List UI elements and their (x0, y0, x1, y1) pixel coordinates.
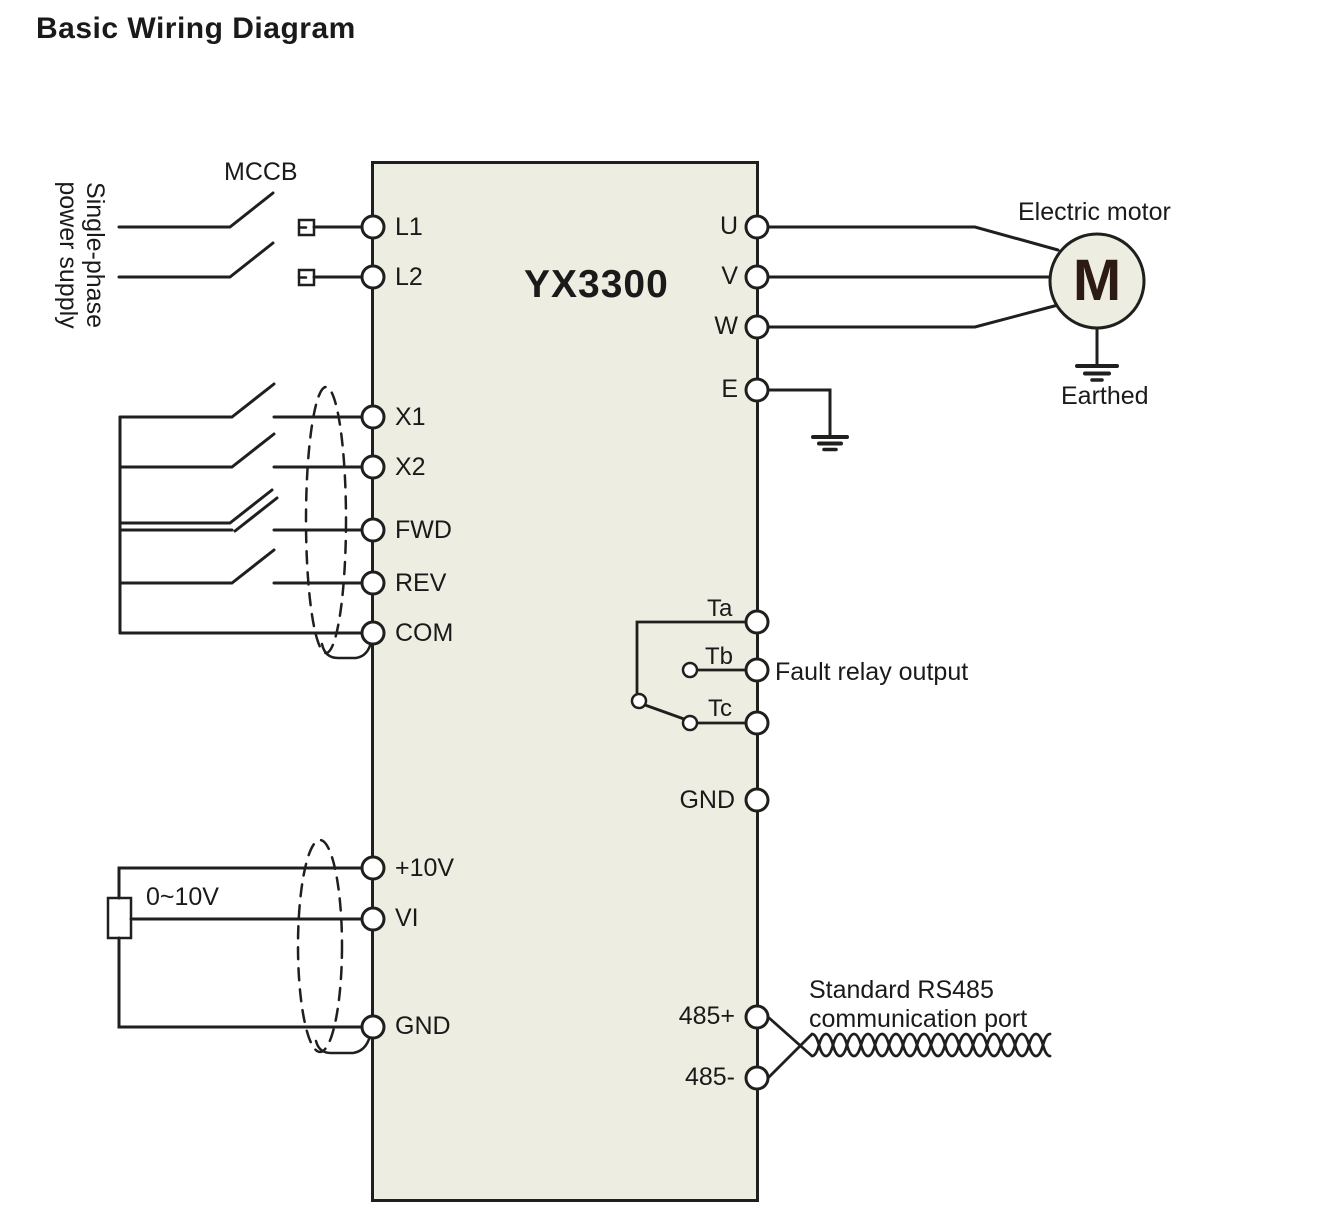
rs485-twisted-pair-icon (766, 1015, 1052, 1080)
inverter-model-label: YX3300 (524, 263, 669, 306)
motor-wires (766, 225, 1060, 329)
rs485-minus-wire (766, 1032, 1052, 1080)
power-supply-label: Single-phase power supply (54, 181, 109, 329)
connector-square-l1-icon (297, 218, 316, 237)
terminal-label-10v: +10V (395, 854, 455, 882)
fault-relay-label: Fault relay output (775, 658, 969, 686)
terminal-label-l2: L2 (395, 263, 423, 291)
mccb-breaker-icon (117, 191, 364, 287)
digital-input-switches-icon (118, 382, 364, 635)
motor-letter: M (1072, 247, 1122, 313)
power-supply-line1: Single-phase (81, 182, 109, 328)
page-title: Basic Wiring Diagram (36, 12, 356, 45)
analog-range-label: 0~10V (146, 883, 219, 911)
terminal-label-tb: Tb (705, 643, 734, 670)
potentiometer-icon (106, 896, 133, 940)
terminal-label-rev: REV (395, 569, 447, 597)
fault-relay-contacts-icon (630, 620, 748, 732)
terminal-label-485minus: 485- (684, 1063, 735, 1091)
shielded-cable-analog-icon (296, 838, 372, 1055)
rs485-label-line1: Standard RS485 (809, 976, 994, 1004)
terminal-label-tc: Tc (708, 695, 732, 722)
mccb-label: MCCB (224, 158, 298, 186)
earth-ground-e-icon (766, 388, 849, 452)
earth-ground-motor-icon (1075, 326, 1119, 382)
terminal-label-ta: Ta (707, 595, 733, 622)
terminal-label-l1: L1 (395, 213, 423, 241)
electric-motor-label: Electric motor (1018, 198, 1171, 226)
terminal-label-com: COM (395, 619, 454, 647)
terminal-label-e: E (721, 375, 738, 403)
power-supply-line2: power supply (54, 181, 82, 329)
analog-input-circuit (106, 866, 364, 1029)
terminal-label-v: V (721, 262, 738, 290)
earthed-label: Earthed (1061, 382, 1149, 410)
shielded-cable-digital-icon (304, 385, 373, 660)
terminal-label-w: W (714, 312, 738, 340)
rs485-label-line2: communication port (809, 1005, 1028, 1033)
terminal-label-fwd: FWD (395, 516, 452, 544)
terminal-label-u: U (719, 212, 738, 240)
terminal-label-gnd-left: GND (395, 1012, 451, 1040)
terminal-circles-right (744, 214, 770, 1091)
terminal-label-x2: X2 (395, 453, 426, 481)
terminal-label-gnd-right: GND (679, 786, 735, 814)
terminal-label-x1: X1 (395, 403, 426, 431)
terminal-circles-left (360, 214, 386, 1040)
inverter-box (371, 161, 759, 1202)
terminal-label-vi: VI (395, 904, 419, 932)
terminal-label-485plus: 485+ (678, 1002, 735, 1030)
connector-square-l2-icon (297, 268, 316, 287)
